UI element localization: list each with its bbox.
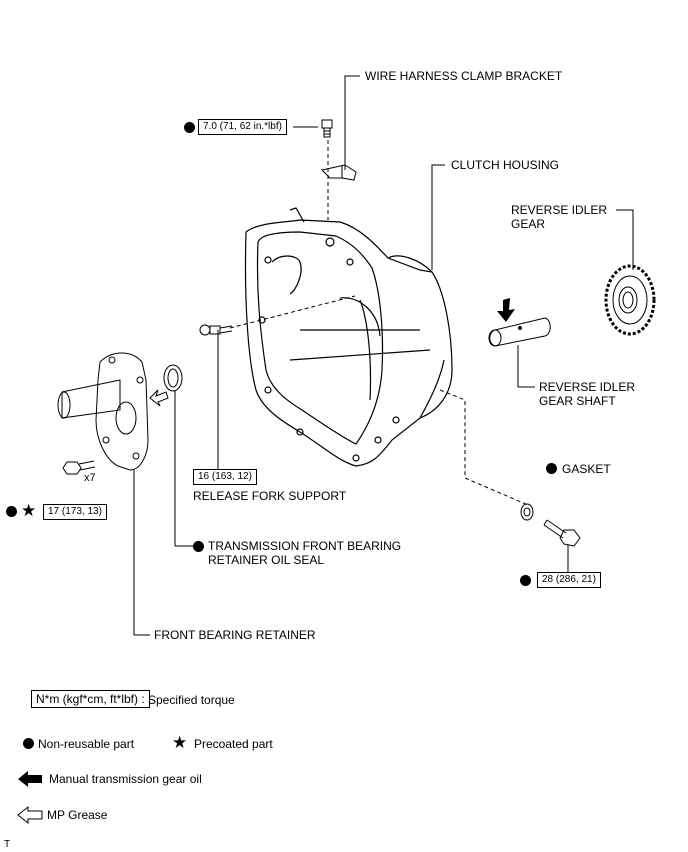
legend-gear-oil: Manual transmission gear oil	[49, 772, 202, 786]
shaft-bolt-part	[543, 519, 581, 547]
dash-fork	[229, 295, 356, 329]
clamp-bracket-part	[320, 164, 357, 181]
release-fork-support-part	[199, 324, 233, 336]
legend-torque-key: N*m (kgf*cm, ft*lbf) :	[31, 690, 150, 708]
legend-mp-grease: MP Grease	[47, 808, 108, 822]
leader-reverse-idler-gear	[616, 209, 634, 270]
torque-clamp-bolt: 7.0 (71, 62 in.*lbf)	[198, 119, 287, 135]
label-wire-harness-clamp-bracket: WIRE HARNESS CLAMP BRACKET	[365, 69, 563, 83]
leader-front-bearing-retainer	[133, 470, 150, 636]
leader-clutch-housing	[431, 164, 445, 270]
label-reverse-idler-gear: REVERSE IDLER GEAR	[511, 203, 608, 231]
torque-shaft-bolt: 28 (286, 21)	[537, 572, 601, 588]
label-reverse-idler-gear-shaft: REVERSE IDLER GEAR SHAFT	[539, 380, 636, 408]
precoated-marker-retainer-bolt: ★	[21, 501, 37, 520]
leader-oil-seal	[174, 390, 198, 547]
torque-retainer-bolt: 17 (173, 13)	[43, 504, 107, 520]
label-quantity: x7	[84, 472, 96, 484]
label-clutch-housing: CLUTCH HOUSING	[451, 158, 560, 172]
front-bearing-retainer-part	[57, 352, 149, 471]
label-release-fork-support: RELEASE FORK SUPPORT	[193, 489, 347, 503]
retainer-bolt-part	[62, 460, 96, 475]
legend-non-reusable-icon	[23, 738, 34, 749]
clamp-bolt-part	[321, 119, 333, 138]
oil-seal-part	[163, 364, 183, 392]
clutch-housing-part	[244, 207, 453, 467]
non-reusable-marker-gasket	[546, 463, 557, 474]
leader-wire-harness	[344, 75, 360, 170]
leader-reverse-idler-shaft	[517, 345, 535, 388]
non-reusable-marker-oil-seal	[193, 541, 204, 552]
torque-release-fork-support: 16 (163, 12)	[193, 469, 257, 485]
non-reusable-marker-clamp-bolt	[184, 122, 195, 133]
label-gasket: GASKET	[562, 462, 611, 476]
legend-mp-grease-arrow-icon	[17, 805, 43, 825]
non-reusable-marker-retainer-bolt	[6, 506, 17, 517]
reverse-idler-shaft-part	[488, 317, 551, 347]
label-oil-seal: TRANSMISSION FRONT BEARING RETAINER OIL …	[208, 539, 402, 567]
legend-torque-desc: Specified torque	[148, 693, 235, 707]
reverse-idler-gear-part	[604, 264, 656, 336]
label-front-bearing-retainer: FRONT BEARING RETAINER	[154, 628, 316, 642]
mp-grease-arrow-icon	[149, 389, 169, 407]
gasket-part	[520, 503, 534, 521]
legend-precoated-icon: ★	[172, 733, 188, 752]
non-reusable-marker-shaft-bolt	[520, 575, 531, 586]
legend-non-reusable: Non-reusable part	[38, 737, 135, 751]
legend-gear-oil-arrow-icon	[18, 771, 42, 787]
footer-code: T	[4, 839, 11, 850]
legend-precoated: Precoated part	[194, 737, 273, 751]
gear-oil-arrow-icon	[497, 298, 515, 322]
dash-gasket	[439, 389, 529, 506]
